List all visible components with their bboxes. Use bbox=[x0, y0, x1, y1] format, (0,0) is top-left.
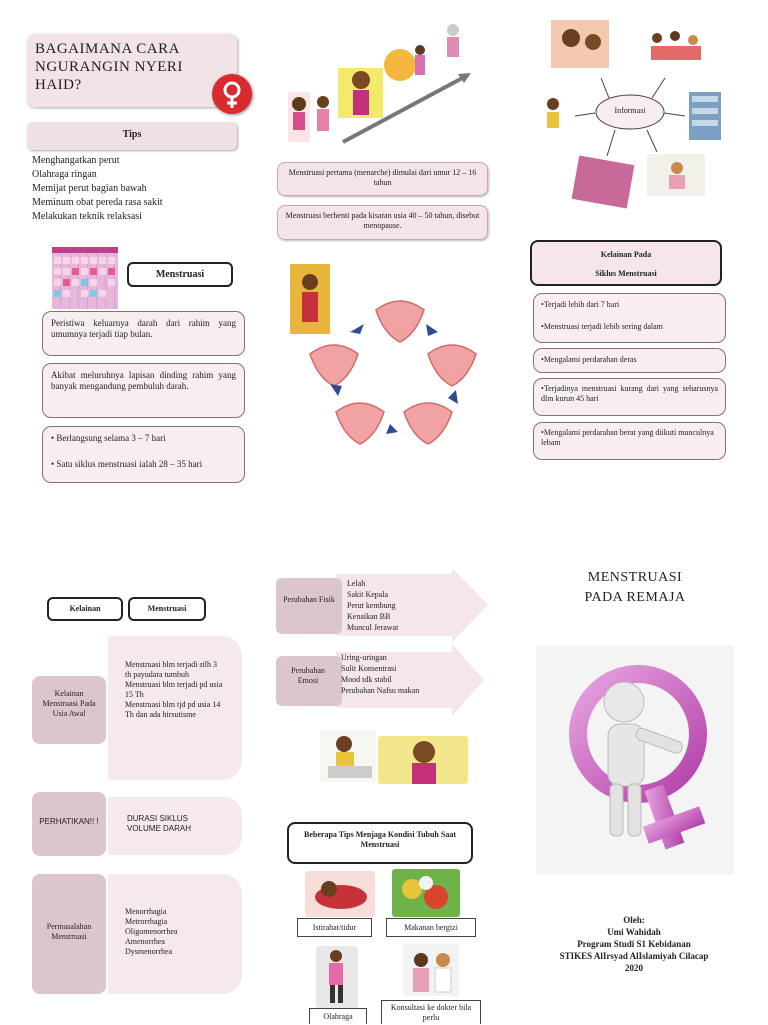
list-item: • Satu siklus menstruasi ialah 28 – 35 h… bbox=[51, 459, 203, 469]
calendar-image bbox=[52, 247, 118, 309]
fisik-label: Perubahan Fisik bbox=[283, 595, 335, 604]
definition-box: Peristiwa keluarnya darah dari rahim yan… bbox=[42, 311, 245, 356]
fisik-arrow bbox=[276, 568, 488, 642]
kelainan-box-4: •Mengalami perdarahan berat yang diikuti… bbox=[533, 422, 726, 460]
author-info: Oleh: Umi Wahidah Program Studi S1 Kebid… bbox=[525, 914, 743, 974]
informasi-label: Informasi bbox=[614, 106, 646, 115]
list-item: Perubahan Nafsu makan bbox=[341, 686, 420, 695]
kelainan-box-1: •Terjadi lebih dari 7 hari •Menstruasi t… bbox=[533, 293, 726, 343]
kelainan-box-2: •Mengalami perdarahan deras bbox=[533, 348, 726, 373]
row2-label-box: PERHATIKAN!! ! bbox=[32, 792, 106, 856]
list-item: Olahraga ringan bbox=[32, 169, 97, 180]
school-name: STIKES AlIrsyad AlIslamiyah Cilacap bbox=[559, 951, 709, 961]
list-item: Menstruasi blm terjadi stlh 3 th payudar… bbox=[125, 660, 217, 679]
menarche-box: Menstruasi pertama (menarche) dimulai da… bbox=[277, 162, 488, 196]
list-item: Amenorrhea bbox=[125, 937, 165, 946]
list-item: Kenaikan BB bbox=[347, 612, 391, 621]
female-symbol-icon bbox=[212, 74, 252, 114]
information-diagram: Informasi bbox=[537, 20, 723, 210]
list-item: Menstruasi blm tjd pd usia 14 Th dan ada… bbox=[125, 700, 221, 719]
exercise-image bbox=[316, 946, 358, 1008]
row1-content-bg bbox=[108, 636, 242, 780]
row1-items: Menstruasi blm terjadi stlh 3 th payudar… bbox=[125, 660, 225, 720]
tip-food-label: Makanan bergizi bbox=[386, 918, 476, 937]
menstruasi-header: Menstruasi bbox=[128, 597, 206, 621]
list-item: •Menstruasi terjadi lebih sering dalam bbox=[541, 322, 663, 331]
row2-items: DURASI SIKLUS VOLUME DARAH bbox=[127, 814, 237, 834]
tip-exercise-label: Olahraga bbox=[309, 1008, 367, 1024]
doctor-image bbox=[403, 944, 459, 996]
list-item: Menstruasi blm terjadi pd usia 15 Th bbox=[125, 680, 223, 699]
row3-content-bg bbox=[108, 874, 242, 994]
emosi-label: Perubahan Emosi bbox=[291, 666, 325, 685]
tips-kondisi-header: Beberapa Tips Menjaga Kondisi Tubuh Saat… bbox=[287, 822, 473, 864]
list-item: Metrorrhagia bbox=[125, 917, 168, 926]
menstruasi-label: Menstruasi bbox=[127, 262, 233, 287]
list-item: • Berlangsung selama 3 – 7 hari bbox=[51, 433, 166, 443]
list-item: Dysmenorrhea bbox=[125, 947, 173, 956]
tips-header: Tips bbox=[27, 122, 237, 150]
row2-content-bg bbox=[108, 797, 242, 855]
list-item: Melakukan teknik relaksasi bbox=[32, 211, 142, 222]
row3-label-box: Permasalahan Menstruasi bbox=[32, 874, 106, 994]
year: 2020 bbox=[625, 963, 643, 973]
oleh-label: Oleh: bbox=[623, 915, 645, 925]
duration-box: • Berlangsung selama 3 – 7 hari • Satu s… bbox=[42, 426, 245, 483]
cover-figure-image bbox=[536, 646, 734, 874]
fisik-items: Lelah Sakit Kepala Perut kembung Kenaika… bbox=[347, 578, 467, 633]
woman-headache-image bbox=[378, 736, 468, 784]
list-item: Lelah bbox=[347, 579, 366, 588]
list-item: Uring-uringan bbox=[341, 653, 387, 662]
emosi-items: Uring-uringan Sulit Konsentrasi Mood tdk… bbox=[341, 652, 471, 696]
tips-list: Menghangatkan perut Olahraga ringan Memi… bbox=[32, 154, 252, 224]
kelainan-box-3: •Terjadinya menstruasi kurang dari yang … bbox=[533, 378, 726, 416]
list-item: Meminum obat pereda rasa sakit bbox=[32, 197, 163, 208]
tip-sleep-label: Istirahat/tidur bbox=[297, 918, 372, 937]
list-item: Muncul Jerawat bbox=[347, 623, 399, 632]
sleep-image bbox=[305, 871, 375, 917]
cycle-diagram bbox=[288, 262, 488, 457]
cause-box: Akibat meluruhnya lapisan dinding rahim … bbox=[42, 363, 245, 418]
row1-label-box: Kelainan Menstruasi Pada Usia Awal bbox=[32, 676, 106, 744]
kelainan-siklus-header: Kelainan Pada Siklus Menstruasi bbox=[530, 240, 722, 286]
menopause-box: Menstruasi berhenti pada kisaran usia 40… bbox=[277, 205, 488, 240]
list-item: Oligomenorrhea bbox=[125, 927, 178, 936]
list-item: Perut kembung bbox=[347, 601, 396, 610]
list-item: Mood tdk stabil bbox=[341, 675, 392, 684]
list-item: DURASI SIKLUS bbox=[127, 814, 188, 823]
tip-doctor-label: Konsultasi ke dokter bila perlu bbox=[381, 1000, 481, 1024]
row3-items: Menorrhagia Metrorrhagia Oligomenorrhea … bbox=[125, 907, 235, 957]
list-item: Memijat perut bagian bawah bbox=[32, 183, 147, 194]
emosi-arrow bbox=[276, 644, 484, 716]
page-title: BAGAIMANA CARA NGURANGIN NYERI HAID? bbox=[35, 41, 183, 93]
list-item: Sulit Konsentrasi bbox=[341, 664, 397, 673]
list-item: Menghangatkan perut bbox=[32, 155, 120, 166]
list-item: VOLUME DARAH bbox=[127, 824, 192, 833]
growth-illustration bbox=[283, 20, 483, 150]
list-item: Sakit Kepala bbox=[347, 590, 389, 599]
kelainan-label: Kelainan bbox=[47, 597, 123, 621]
title-box: BAGAIMANA CARA NGURANGIN NYERI HAID? bbox=[27, 34, 252, 114]
author-name: Umi Wahidah bbox=[607, 927, 661, 937]
list-item: •Terjadi lebih dari 7 hari bbox=[541, 300, 620, 309]
program-name: Program Studi S1 Kebidanan bbox=[577, 939, 691, 949]
woman-computer-image bbox=[320, 730, 376, 782]
food-image bbox=[392, 869, 460, 917]
list-item: Menorrhagia bbox=[125, 907, 167, 916]
cover-title: MENSTRUASI PADA REMAJA bbox=[584, 570, 686, 605]
